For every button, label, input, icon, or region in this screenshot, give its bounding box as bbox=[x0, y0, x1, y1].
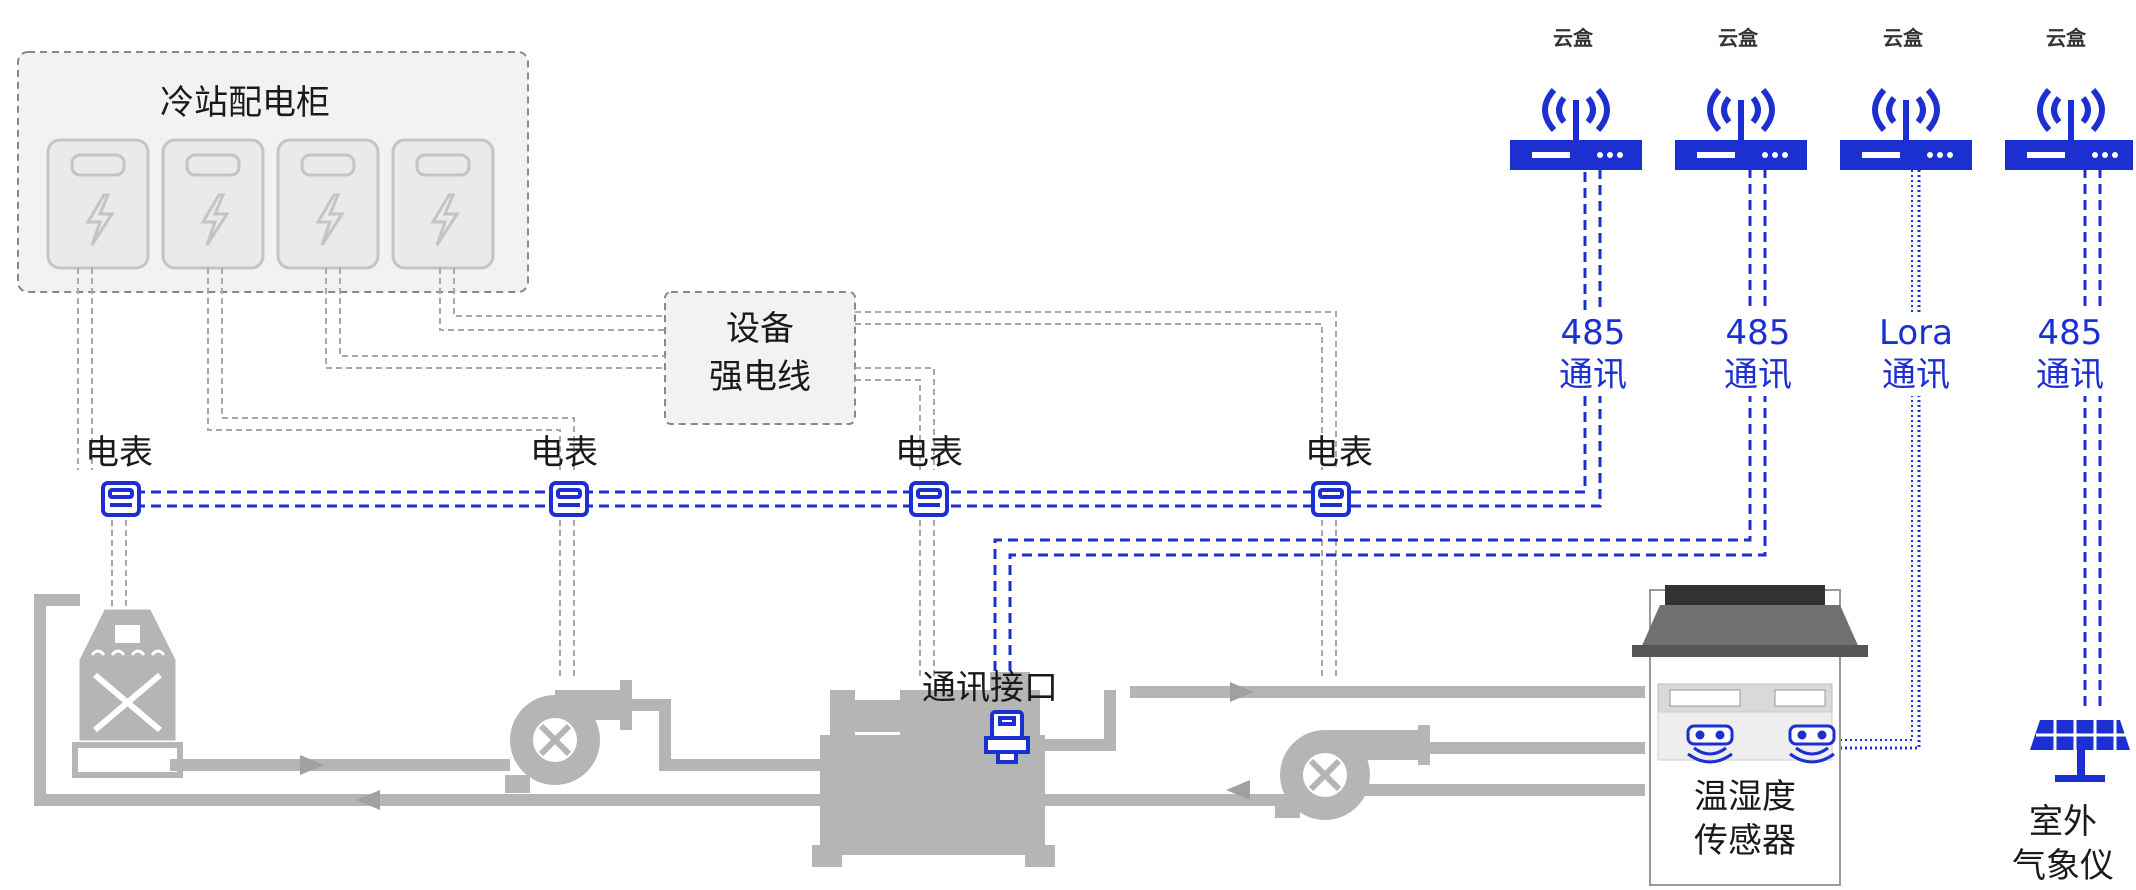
cooling-tower-icon bbox=[72, 609, 183, 778]
pump-icon-1 bbox=[505, 680, 632, 793]
comm-interface-label: 通讯接口 bbox=[922, 668, 1058, 708]
meter-icon-1 bbox=[101, 481, 141, 517]
meter-label-4: 电表 bbox=[1305, 433, 1373, 473]
gateway-label-4: 云盒 bbox=[2046, 26, 2086, 50]
weather-label-1: 室外 bbox=[2029, 802, 2097, 842]
gateway-icons bbox=[1510, 87, 2133, 170]
gateway-label-1: 云盒 bbox=[1553, 26, 1593, 50]
comm-text-4: 通讯 bbox=[2036, 355, 2104, 395]
sensor-label-1: 温湿度 bbox=[1694, 777, 1796, 817]
comm-text-2: 通讯 bbox=[1724, 355, 1792, 395]
meter-label-1: 电表 bbox=[85, 433, 153, 473]
meter-icon-4 bbox=[1311, 481, 1351, 517]
comm-protocol-2: 485 bbox=[1725, 313, 1791, 353]
gateway-label-2: 云盒 bbox=[1718, 26, 1758, 50]
meter-icon-2 bbox=[549, 481, 589, 517]
cabinet-panel-1 bbox=[46, 138, 150, 270]
cabinet-panel-3 bbox=[276, 138, 380, 270]
power-cabinet bbox=[17, 51, 529, 293]
gateway-icon-3 bbox=[1840, 87, 1972, 170]
meter-icons bbox=[101, 481, 1351, 517]
sensor-label-2: 传感器 bbox=[1694, 821, 1796, 861]
comm-label-4: 485 通讯 bbox=[2010, 312, 2130, 396]
flow-arrows bbox=[300, 682, 1254, 810]
comm-text-1: 通讯 bbox=[1559, 355, 1627, 395]
comm-interface-icon bbox=[984, 710, 1030, 764]
cabinet-panel-2 bbox=[161, 138, 265, 270]
sensor-probe-icon-1 bbox=[1686, 724, 1734, 764]
power-line-label-2: 强电线 bbox=[709, 357, 811, 397]
pump-icon-2 bbox=[1275, 725, 1430, 820]
solar-panel-icon bbox=[2030, 720, 2130, 782]
gateway-icon-4 bbox=[2005, 87, 2133, 170]
power-line-label: 设备 强电线 bbox=[665, 305, 855, 401]
weather-label: 室外 气象仪 bbox=[1990, 800, 2136, 888]
sensor-unit-icon bbox=[1632, 585, 1868, 886]
gateway-label-3: 云盒 bbox=[1883, 26, 1923, 50]
sensor-probe-icon-2 bbox=[1788, 724, 1836, 764]
meter-label-2: 电表 bbox=[530, 433, 598, 473]
comm-label-1: 485 通讯 bbox=[1533, 312, 1653, 396]
comm-label-3: Lora 通讯 bbox=[1856, 312, 1976, 396]
gateway-icon-1 bbox=[1510, 87, 1642, 170]
meter-icon-3 bbox=[909, 481, 949, 517]
cabinet-panel-4 bbox=[391, 138, 495, 270]
comm-protocol-3: Lora bbox=[1879, 313, 1953, 353]
comm-protocol-1: 485 bbox=[1560, 313, 1626, 353]
water-pipes bbox=[34, 594, 1645, 806]
power-line-label-1: 设备 bbox=[726, 309, 794, 349]
sensor-label: 温湿度 传感器 bbox=[1650, 775, 1840, 863]
gateway-icon-2 bbox=[1675, 87, 1807, 170]
power-cable-box bbox=[664, 291, 856, 425]
comm-text-3: 通讯 bbox=[1882, 355, 1950, 395]
power-lines bbox=[77, 268, 1337, 680]
comm-protocol-4: 485 bbox=[2037, 313, 2103, 353]
cabinet-title: 冷站配电柜 bbox=[160, 83, 330, 123]
weather-label-2: 气象仪 bbox=[2012, 846, 2114, 886]
comm-label-2: 485 通讯 bbox=[1698, 312, 1818, 396]
meter-label-3: 电表 bbox=[895, 433, 963, 473]
